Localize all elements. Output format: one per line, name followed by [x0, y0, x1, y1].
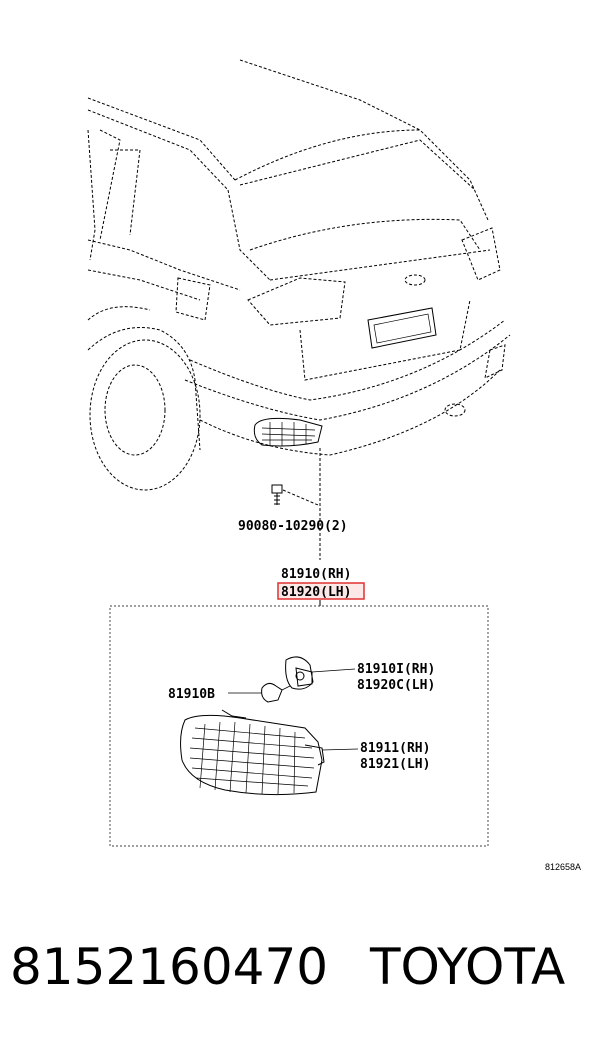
bulb-callout: 81910B [168, 687, 215, 702]
diagram-ref: 812658A [545, 862, 581, 872]
assembly-lh-highlight [277, 582, 365, 600]
assembly-lh-callout: 81920(LH) [281, 585, 351, 600]
socket-lh-callout: 81920C(LH) [357, 678, 435, 693]
bolt-callout: 90080-10290(2) [238, 519, 348, 534]
bumper-lamp [253, 417, 323, 447]
socket-icon [285, 656, 356, 690]
brand-name: TOYOTA [370, 938, 566, 996]
bulb-icon [228, 682, 291, 703]
socket-rh-callout: 81910I(RH) [357, 662, 435, 677]
vehicle-outline [87, 59, 511, 491]
exploded-view-frame [109, 605, 489, 847]
assembly-rh-callout: 81910(RH) [281, 567, 351, 582]
lens-rh-callout: 81911(RH) [360, 741, 430, 756]
part-number: 8152160470 [10, 938, 329, 996]
lens-icon [180, 709, 359, 796]
bolt-icon [271, 484, 319, 506]
lens-lh-callout: 81921(LH) [360, 757, 430, 772]
